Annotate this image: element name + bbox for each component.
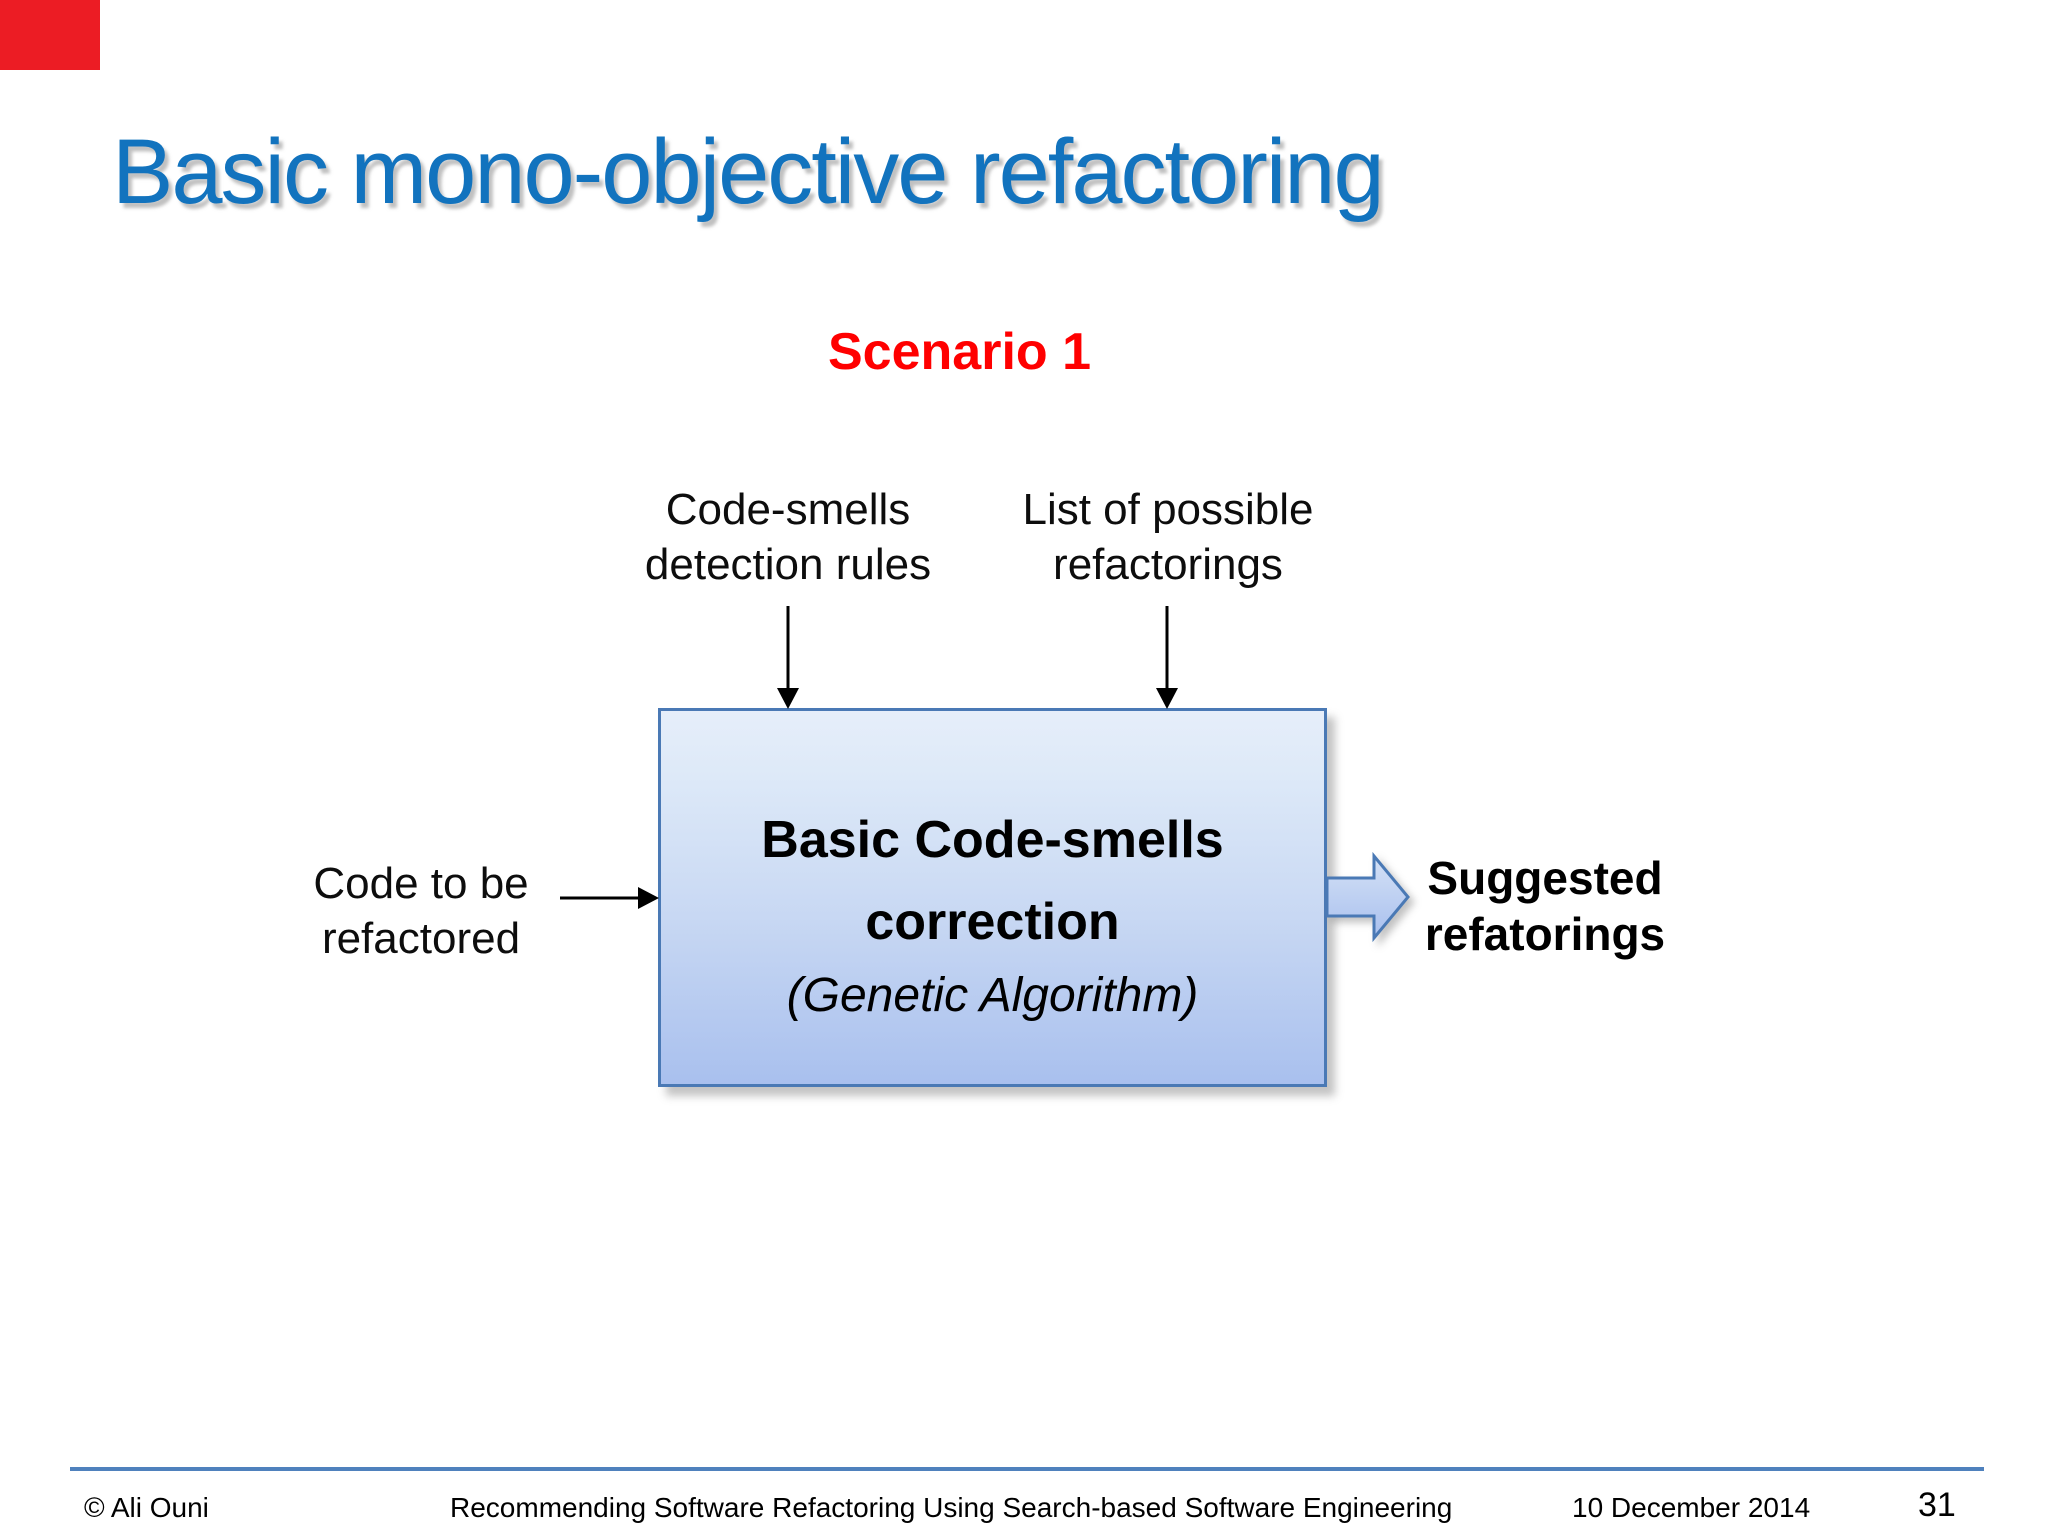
footer-divider — [70, 1467, 1984, 1471]
page-number: 31 — [1918, 1486, 1956, 1524]
arrow-detection-rules-icon — [777, 606, 799, 709]
arrow-refactorings-list-icon — [1156, 606, 1178, 709]
label-list-of-possible-refactorings: List of possible refactorings — [968, 482, 1368, 592]
label-suggested-refactorings: Suggested refatorings — [1345, 850, 1745, 962]
label-code-smells-detection-rules: Code-smells detection rules — [588, 482, 988, 592]
red-corner-marker — [0, 0, 100, 70]
label-line: List of possible — [1022, 485, 1314, 534]
scenario-heading: Scenario 1 — [828, 323, 1092, 381]
process-box-title-line1: Basic Code-smells — [761, 811, 1224, 869]
process-box: Basic Code-smells correction (Genetic Al… — [658, 708, 1327, 1087]
label-line: detection rules — [644, 540, 932, 589]
label-line: refactored — [321, 914, 521, 963]
process-box-title-line2: correction — [865, 893, 1120, 951]
label-line: Suggested — [1427, 852, 1663, 904]
footer-copyright: © Ali Ouni — [84, 1492, 209, 1523]
label-code-to-be-refactored: Code to be refactored — [221, 856, 621, 966]
footer-title: Recommending Software Refactoring Using … — [450, 1492, 1453, 1523]
page-title: Basic mono-objective refactoring — [112, 121, 1385, 223]
label-line: refactorings — [1053, 540, 1283, 589]
footer-date: 10 December 2014 — [1572, 1492, 1811, 1523]
process-box-subtitle: (Genetic Algorithm) — [786, 969, 1199, 1022]
label-line: Code-smells — [665, 485, 911, 534]
label-line: refatorings — [1424, 908, 1666, 961]
label-line: Code to be — [313, 859, 529, 908]
